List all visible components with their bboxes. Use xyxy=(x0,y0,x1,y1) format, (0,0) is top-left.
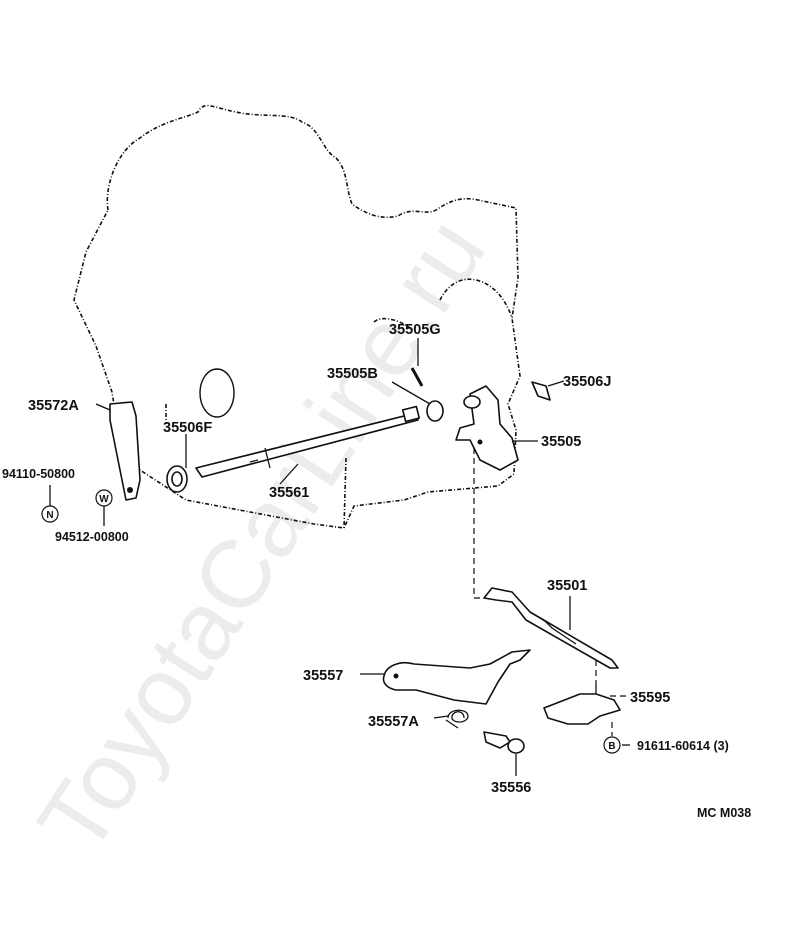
figure-code: MC M038 xyxy=(697,806,751,820)
pawl-spring-35557a-shape xyxy=(445,709,469,729)
parking-rod-35501-shape xyxy=(483,587,619,669)
svg-text:B: B xyxy=(608,741,615,752)
label-35505b: 35505B xyxy=(327,366,378,382)
parking-pawl-35557-shape xyxy=(382,649,531,705)
transmission-case-outline xyxy=(73,104,521,529)
clip-35506j-shape xyxy=(531,381,551,401)
label-35505g: 35505G xyxy=(389,322,441,338)
label-35572a: 35572A xyxy=(28,398,79,414)
label-35506j: 35506J xyxy=(563,374,611,390)
pawl-pin-35556-shape xyxy=(483,731,525,754)
bracket-35595-shape xyxy=(543,684,621,725)
manual-lever-35572a-shape xyxy=(109,401,141,501)
label-35595: 35595 xyxy=(630,690,670,706)
detent-lever-35505-shape xyxy=(455,385,519,471)
label-35506f: 35506F xyxy=(163,420,212,436)
shaft-35561-shape xyxy=(195,405,421,478)
svg-text:N: N xyxy=(46,510,53,521)
label-94512-00800: 94512-00800 xyxy=(55,530,129,544)
pin-35505g-shape xyxy=(410,367,424,387)
label-35557a: 35557A xyxy=(368,714,419,730)
label-35557: 35557 xyxy=(303,668,343,684)
washer-symbol: W xyxy=(95,489,113,507)
label-35561: 35561 xyxy=(269,485,309,501)
oil-seal-35506f-shape xyxy=(166,465,188,493)
label-35556: 35556 xyxy=(491,780,531,796)
leader-lines xyxy=(49,338,628,776)
label-94110-50800: 94110-50800 xyxy=(2,467,75,481)
label-35501: 35501 xyxy=(547,578,587,594)
seal-35505b-shape xyxy=(426,400,444,422)
label-91611-60614: 91611-60614 (3) xyxy=(637,739,729,753)
nut-symbol: N xyxy=(41,505,59,523)
link-dashed-line xyxy=(473,448,486,599)
bolt-symbol: B xyxy=(603,736,630,754)
label-35505: 35505 xyxy=(541,434,581,450)
svg-text:W: W xyxy=(99,494,109,505)
